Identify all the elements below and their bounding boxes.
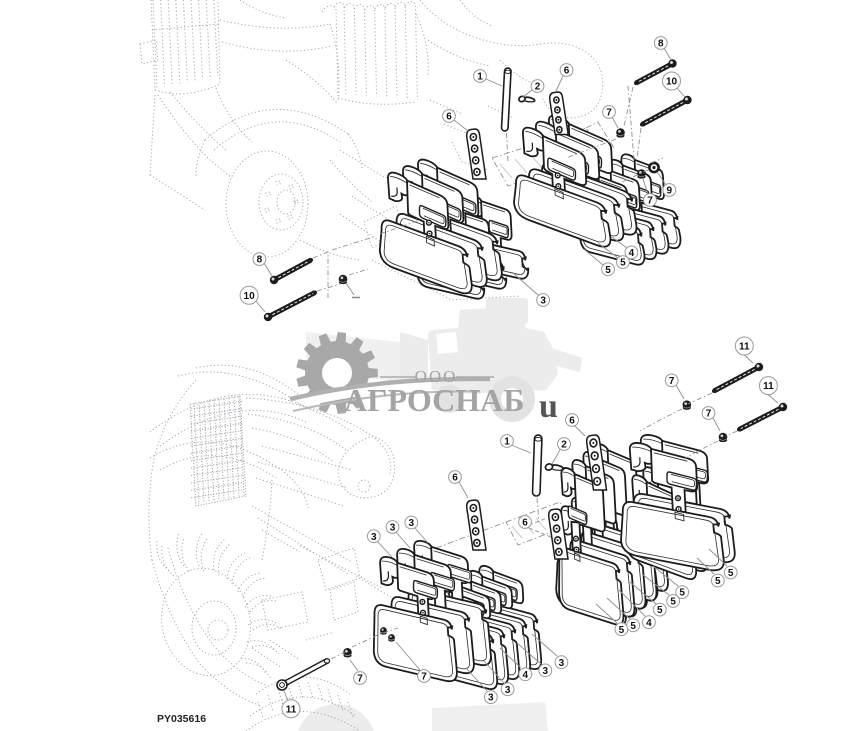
svg-text:6: 6 — [522, 518, 528, 529]
svg-text:PY035616: PY035616 — [157, 713, 206, 725]
svg-text:3: 3 — [543, 666, 549, 677]
svg-text:4: 4 — [646, 618, 652, 629]
svg-text:5: 5 — [630, 621, 636, 632]
svg-text:4: 4 — [523, 670, 529, 681]
svg-text:4: 4 — [629, 248, 635, 259]
svg-text:3: 3 — [409, 518, 415, 529]
svg-text:7: 7 — [669, 376, 675, 387]
svg-text:11: 11 — [739, 342, 750, 353]
svg-text:3: 3 — [390, 523, 396, 534]
svg-text:7: 7 — [606, 108, 612, 119]
svg-text:5: 5 — [620, 258, 626, 269]
svg-text:3: 3 — [371, 532, 377, 543]
svg-text:6: 6 — [569, 416, 575, 427]
svg-text:3: 3 — [540, 296, 546, 307]
svg-text:5: 5 — [715, 576, 721, 587]
svg-text:6: 6 — [446, 112, 452, 123]
svg-text:5: 5 — [679, 588, 685, 599]
svg-text:10: 10 — [666, 77, 678, 88]
svg-text:2: 2 — [561, 440, 567, 451]
svg-text:u: u — [539, 388, 558, 425]
svg-text:9: 9 — [667, 186, 673, 197]
svg-text:ООО: ООО — [415, 367, 458, 386]
svg-text:6: 6 — [564, 66, 570, 77]
svg-text:АГРОСНАБ: АГРОСНАБ — [344, 382, 524, 418]
svg-text:7: 7 — [647, 196, 653, 207]
svg-text:5: 5 — [605, 265, 611, 276]
svg-text:6: 6 — [452, 473, 458, 484]
svg-text:2: 2 — [535, 82, 541, 93]
svg-text:3: 3 — [488, 693, 494, 704]
svg-text:7: 7 — [357, 674, 363, 685]
svg-text:5: 5 — [728, 568, 734, 579]
svg-text:3: 3 — [559, 658, 565, 669]
svg-text:11: 11 — [286, 704, 297, 715]
svg-text:7: 7 — [706, 409, 712, 420]
svg-text:11: 11 — [763, 381, 774, 392]
svg-text:5: 5 — [670, 597, 676, 608]
svg-text:3: 3 — [505, 685, 511, 696]
svg-text:5: 5 — [657, 605, 663, 616]
svg-text:10: 10 — [244, 291, 256, 302]
svg-text:1: 1 — [504, 437, 510, 448]
svg-text:8: 8 — [257, 255, 263, 266]
svg-text:1: 1 — [477, 72, 483, 83]
svg-text:7: 7 — [421, 672, 427, 683]
svg-text:8: 8 — [658, 39, 664, 50]
svg-text:5: 5 — [619, 625, 625, 636]
